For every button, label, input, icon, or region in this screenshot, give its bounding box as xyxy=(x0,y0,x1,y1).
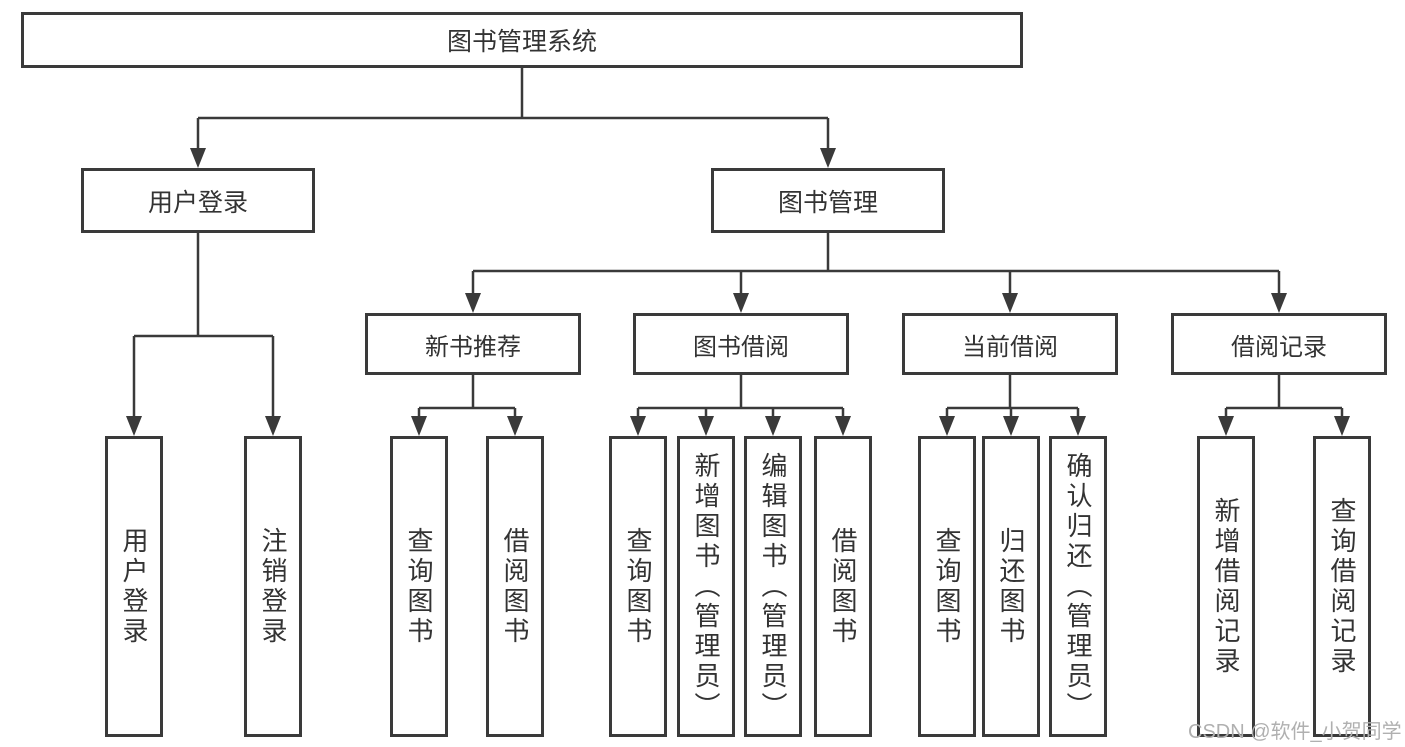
connector-lines xyxy=(132,68,1344,426)
leaf-return-book-label: 归还图书 xyxy=(996,526,1026,647)
watermark: CSDN @软件_小贺同学 xyxy=(1188,721,1402,743)
leaf-add-borrow-record: 新增借阅记录 xyxy=(1197,436,1255,737)
leaf-logout-label: 注销登录 xyxy=(258,526,288,647)
arrow-down-icon xyxy=(698,416,714,436)
node-borrowing-records: 借阅记录 xyxy=(1171,313,1387,375)
leaf-borrow-books-label: 借阅图书 xyxy=(828,526,858,647)
leaf-query-books-borrowing: 查询图书 xyxy=(609,436,667,737)
leaf-query-books-borrowing-label: 查询图书 xyxy=(623,526,653,647)
arrow-down-icon xyxy=(1003,416,1019,436)
leaf-borrow-books-recommend: 借阅图书 xyxy=(486,436,544,737)
leaf-query-books-current: 查询图书 xyxy=(918,436,976,737)
leaf-query-borrow-record: 查询借阅记录 xyxy=(1313,436,1371,737)
leaf-confirm-return-admin: 确认归还（管理员） xyxy=(1049,436,1107,737)
arrow-down-icon xyxy=(265,416,281,436)
leaf-user-login-label: 用户登录 xyxy=(119,526,149,647)
arrow-down-icon xyxy=(507,416,523,436)
arrow-down-icon xyxy=(1271,293,1287,313)
arrow-down-icon xyxy=(190,148,206,168)
leaf-edit-book-admin: 编辑图书（管理员） xyxy=(744,436,802,737)
leaf-edit-book-admin-label: 编辑图书（管理员） xyxy=(758,451,788,722)
arrowheads xyxy=(126,148,1350,436)
arrow-down-icon xyxy=(820,148,836,168)
leaf-query-books-current-label: 查询图书 xyxy=(932,526,962,647)
node-current-borrowing: 当前借阅 xyxy=(902,313,1118,375)
arrow-down-icon xyxy=(1002,293,1018,313)
arrow-down-icon xyxy=(630,416,646,436)
node-book-borrowing: 图书借阅 xyxy=(633,313,849,375)
leaf-query-books-recommend-label: 查询图书 xyxy=(404,526,434,647)
leaf-return-book: 归还图书 xyxy=(982,436,1040,737)
arrow-down-icon xyxy=(1070,416,1086,436)
node-book-management: 图书管理 xyxy=(711,168,945,233)
leaf-add-borrow-record-label: 新增借阅记录 xyxy=(1211,496,1241,677)
arrow-down-icon xyxy=(465,293,481,313)
arrow-down-icon xyxy=(1218,416,1234,436)
arrow-down-icon xyxy=(733,293,749,313)
arrow-down-icon xyxy=(1334,416,1350,436)
node-user-login: 用户登录 xyxy=(81,168,315,233)
leaf-query-borrow-record-label: 查询借阅记录 xyxy=(1327,496,1357,677)
node-library-management-system: 图书管理系统 xyxy=(21,12,1023,68)
leaf-user-login: 用户登录 xyxy=(105,436,163,737)
leaf-add-book-admin-label: 新增图书（管理员） xyxy=(691,451,721,722)
arrow-down-icon xyxy=(411,416,427,436)
leaf-query-books-recommend: 查询图书 xyxy=(390,436,448,737)
leaf-add-book-admin: 新增图书（管理员） xyxy=(677,436,735,737)
arrow-down-icon xyxy=(835,416,851,436)
arrow-down-icon xyxy=(939,416,955,436)
leaf-borrow-books: 借阅图书 xyxy=(814,436,872,737)
leaf-borrow-books-recommend-label: 借阅图书 xyxy=(500,526,530,647)
arrow-down-icon xyxy=(765,416,781,436)
leaf-confirm-return-admin-label: 确认归还（管理员） xyxy=(1063,451,1093,722)
leaf-logout: 注销登录 xyxy=(244,436,302,737)
node-new-book-recommendation: 新书推荐 xyxy=(365,313,581,375)
arrow-down-icon xyxy=(126,416,142,436)
